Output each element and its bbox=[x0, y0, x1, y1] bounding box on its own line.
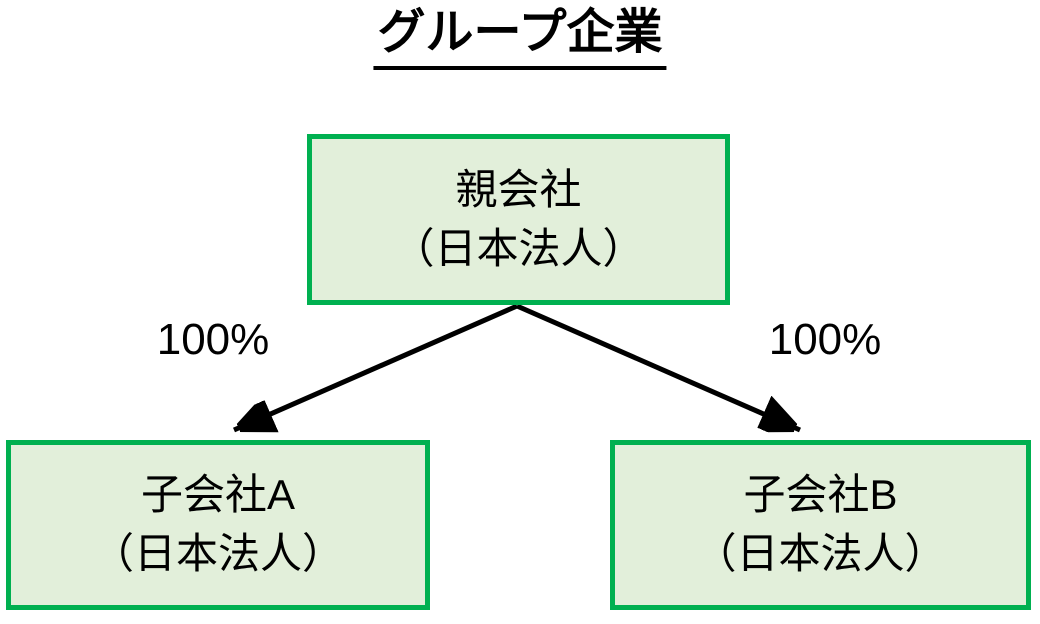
subsidiary-b-name: 子会社B bbox=[743, 471, 898, 519]
parent-company-jurisdiction: （日本法人） bbox=[392, 224, 645, 272]
diagram-title: グループ企業 bbox=[373, 4, 667, 70]
node-subsidiary-a: 子会社A （日本法人） bbox=[6, 440, 430, 610]
subsidiary-a-jurisdiction: （日本法人） bbox=[91, 530, 344, 577]
ownership-percent-right: 100% bbox=[768, 315, 882, 364]
subsidiary-a-name: 子会社A bbox=[140, 471, 295, 519]
node-subsidiary-b: 子会社B （日本法人） bbox=[610, 440, 1031, 610]
parent-company-name: 親会社 bbox=[455, 165, 582, 213]
ownership-percent-left: 100% bbox=[156, 315, 270, 364]
subsidiary-b-jurisdiction: （日本法人） bbox=[694, 530, 947, 577]
node-parent-company: 親会社 （日本法人） bbox=[307, 134, 730, 305]
